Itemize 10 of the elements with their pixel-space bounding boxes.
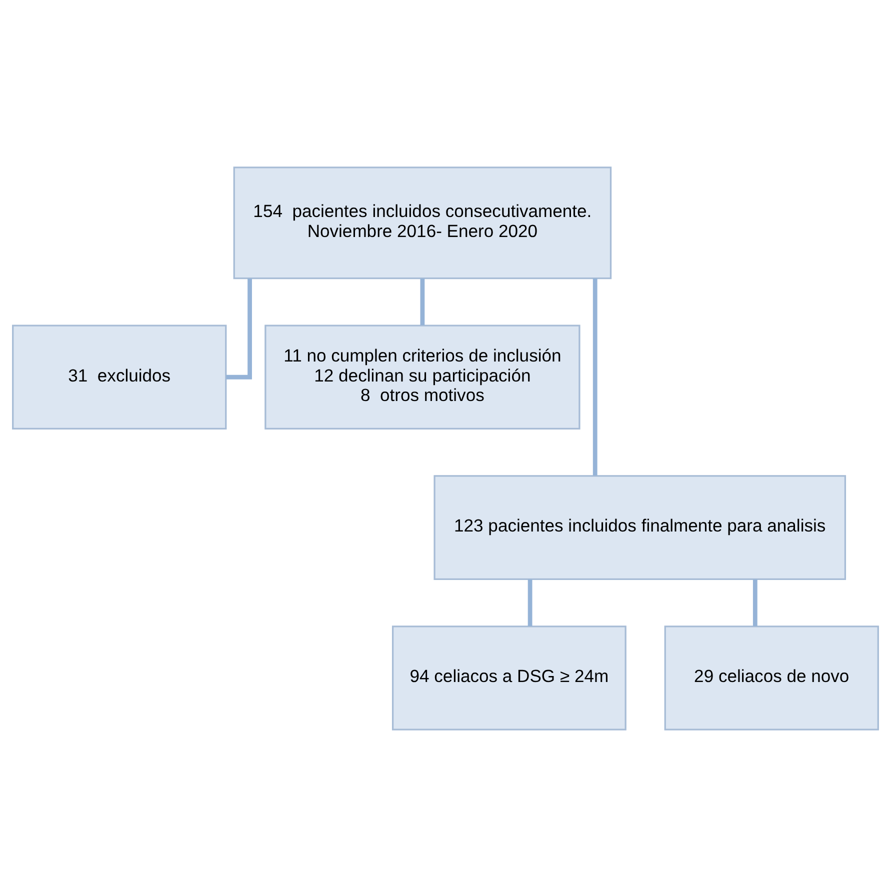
connector	[528, 578, 532, 626]
node-box: 11 no cumplen criterios de inclusión 12 declinan su participación 8 otros motivos	[264, 324, 580, 430]
node-box: 154 pacientes incluidos consecutivamente. Noviembre 2016- Enero 2020	[233, 166, 612, 279]
connector	[420, 278, 425, 325]
node-box: 123 pacientes incluidos finalmente para analisis	[434, 474, 846, 580]
node-box: 94 celiacos a DSG ≥ 24m	[392, 625, 626, 730]
node-box: 29 celiacos de novo	[664, 625, 879, 730]
node-box: 31 excluidos	[12, 324, 227, 430]
connector	[592, 278, 598, 475]
connector	[752, 578, 758, 626]
